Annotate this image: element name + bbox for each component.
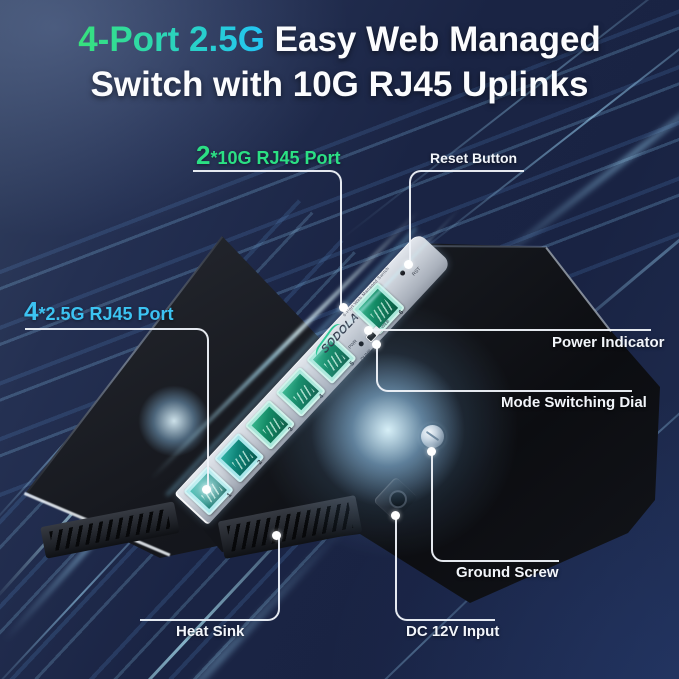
anchor-dot-uplink <box>339 303 348 312</box>
callout-reset-label: Reset Button <box>430 150 518 166</box>
ground-screw <box>421 425 444 448</box>
callout-line-lan <box>25 328 209 492</box>
callout-uplink-label: 2*10G RJ45 Port <box>196 140 341 171</box>
callout-mode-label: Mode Switching Dial <box>501 394 647 411</box>
callout-line-uplink <box>193 170 342 309</box>
anchor-dot-dc <box>391 511 400 520</box>
callout-ground-label: Ground Screw <box>456 564 559 581</box>
page-title: 4-Port 2.5G Easy Web Managed Switch with… <box>0 18 679 108</box>
lan-count: 4 <box>24 296 39 326</box>
callout-lan-label: 4*2.5G RJ45 Port <box>24 296 174 327</box>
title-rest: Easy Web Managed <box>264 20 601 59</box>
dc-jack-hole <box>385 486 411 512</box>
title-highlight: 4-Port 2.5G <box>78 20 265 59</box>
title-line-1: 4-Port 2.5G Easy Web Managed <box>0 18 679 63</box>
lan-text: *2.5G RJ45 Port <box>38 304 174 324</box>
callout-heatsink-label: Heat Sink <box>176 623 245 640</box>
callout-line-power <box>368 329 651 331</box>
anchor-dot-power <box>364 326 373 335</box>
callout-line-mode <box>376 345 632 392</box>
uplink-count: 2 <box>196 140 211 170</box>
anchor-dot-lan <box>202 485 211 494</box>
anchor-dot-heatsink <box>272 531 281 540</box>
title-line-2: Switch with 10G RJ45 Uplinks <box>90 64 589 104</box>
anchor-dot-mode <box>372 340 381 349</box>
callout-line-dc <box>395 516 495 621</box>
callout-line-reset <box>409 170 524 267</box>
uplink-text: *10G RJ45 Port <box>210 148 341 168</box>
callout-line-heatsink <box>140 536 280 621</box>
callout-line-ground <box>431 452 559 562</box>
anchor-dot-reset <box>404 260 413 269</box>
callout-dc-label: DC 12V Input <box>406 623 500 640</box>
callout-power-label: Power Indicator <box>552 334 665 351</box>
anchor-dot-ground <box>427 447 436 456</box>
